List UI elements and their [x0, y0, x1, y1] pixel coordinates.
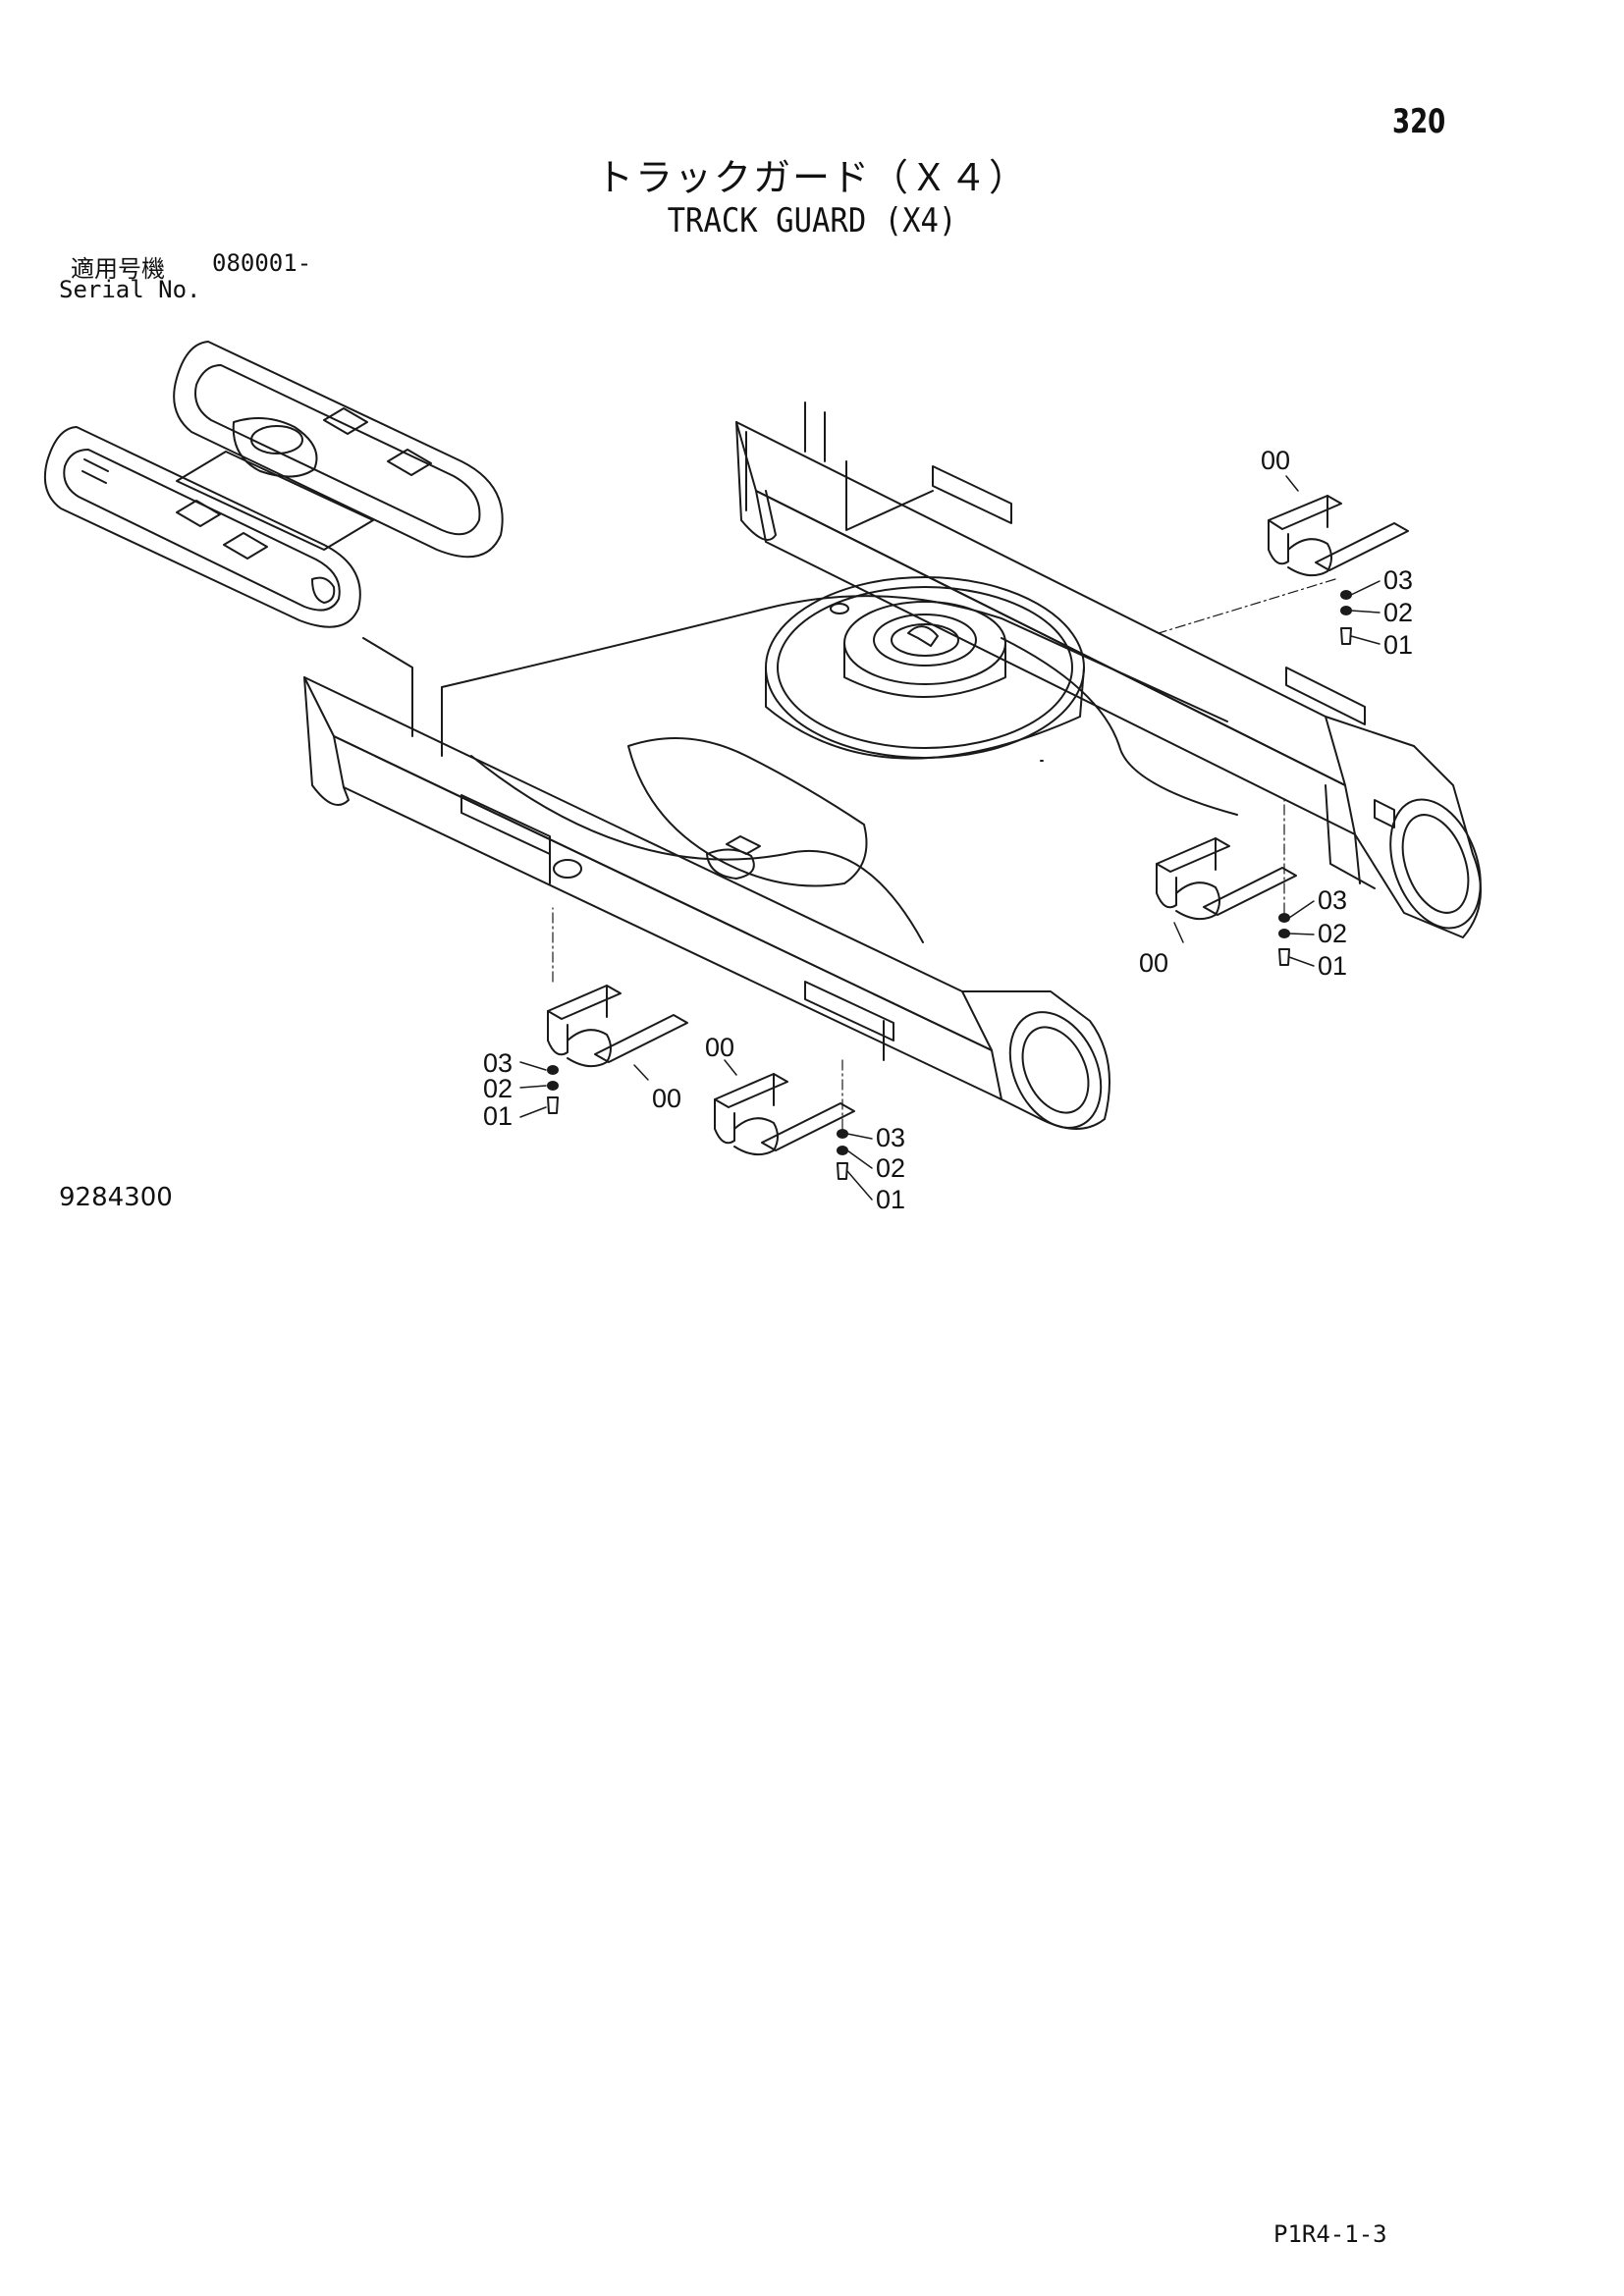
track-frame: [303, 401, 1482, 1130]
serial-label-japanese: 適用号機: [71, 255, 165, 283]
callout-00: 00: [652, 1084, 681, 1113]
callout-03: 03: [876, 1123, 905, 1152]
overview-undercarriage: [43, 341, 504, 628]
callout-00: 00: [705, 1033, 734, 1062]
callout-01: 01: [876, 1185, 905, 1214]
serial-label-english: Serial No.: [59, 276, 201, 303]
callout-03: 03: [1383, 565, 1413, 595]
callout-labels: 00 03 02 01 03 02 01 00 03 02 01 00 00 0…: [483, 446, 1413, 1214]
alignment-lines: [552, 578, 1336, 1130]
page-number: 320: [1392, 102, 1446, 141]
callout-02: 02: [1383, 598, 1413, 627]
callout-02: 02: [1318, 919, 1347, 948]
callout-03: 03: [483, 1048, 513, 1078]
sheet-code: P1R4-1-3: [1273, 2220, 1387, 2248]
callout-02: 02: [483, 1074, 513, 1103]
callout-03: 03: [1318, 885, 1347, 915]
callout-01: 01: [1383, 630, 1413, 660]
track-guard-lower-center: [714, 1073, 855, 1156]
track-guard-lower-left: [547, 985, 688, 1068]
drawing-id: 9284300: [59, 1183, 173, 1212]
title-english: TRACK GUARD (X4): [667, 201, 957, 240]
callout-00: 00: [1139, 948, 1168, 978]
track-guard-middle-right: [1156, 837, 1297, 921]
callout-02: 02: [876, 1153, 905, 1183]
leader-lines: [519, 475, 1380, 1201]
fasteners: [547, 590, 1352, 1180]
track-guard-upper-right: [1268, 495, 1409, 577]
callout-01: 01: [483, 1101, 513, 1131]
callout-01: 01: [1318, 951, 1347, 981]
title-japanese: トラックガード（Ｘ４）: [595, 156, 1028, 199]
serial-number-value: 080001-: [212, 249, 312, 277]
callout-00: 00: [1261, 446, 1290, 475]
